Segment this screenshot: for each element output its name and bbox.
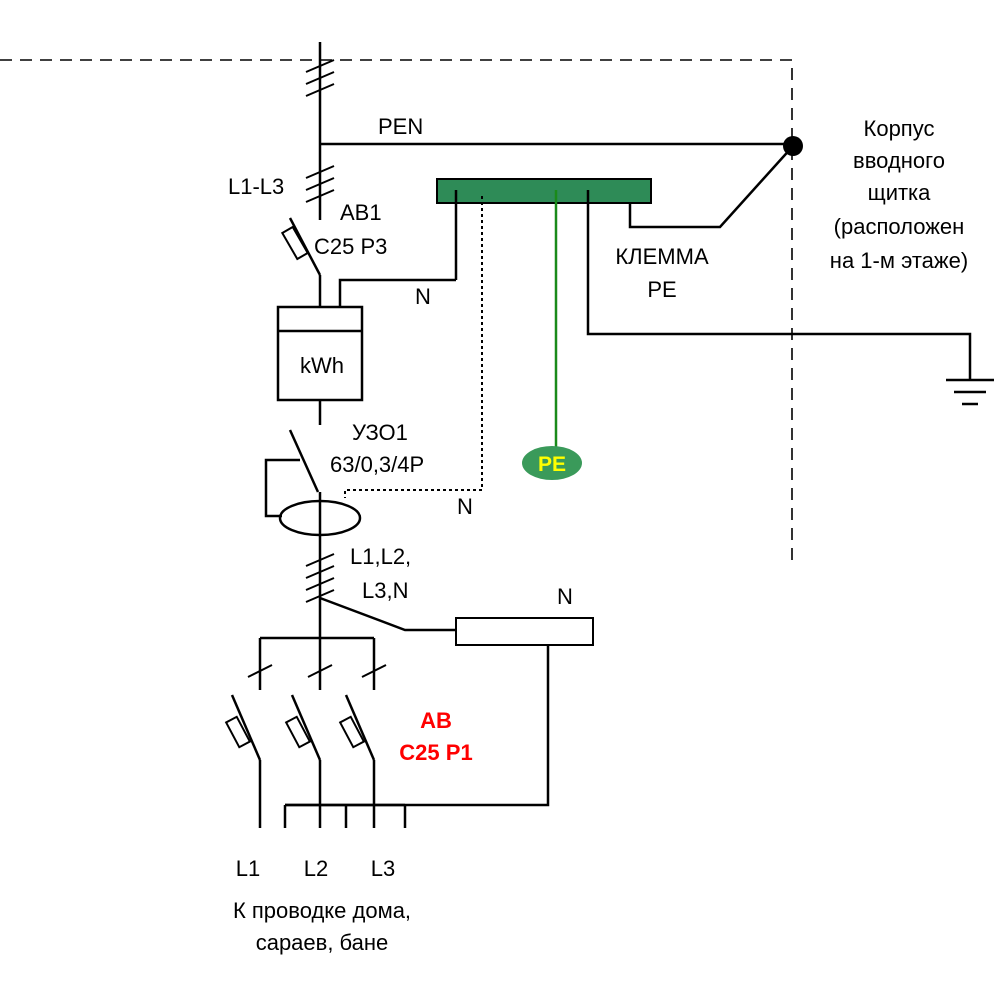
meter-neutral-label: N: [415, 284, 431, 309]
housing-label-4: (расположен: [834, 214, 965, 239]
kwh-meter: [276, 305, 364, 425]
rcd-name-label: УЗО1: [352, 420, 408, 445]
neutral-output-stubs: [283, 803, 407, 828]
pen-label: PEN: [378, 114, 423, 139]
pen-conductor: [320, 136, 803, 229]
enclosure-boundary: [0, 59, 793, 560]
pe-terminal-bus: [338, 178, 972, 498]
distribution-section: [260, 553, 594, 807]
housing-label-2: вводного: [853, 148, 945, 173]
av1-rating-label: С25 Р3: [314, 234, 387, 259]
kwh-label: kWh: [300, 353, 344, 378]
housing-label-1: Корпус: [864, 116, 935, 141]
three-phase-mark-top: [305, 59, 335, 97]
pe-bus-bar: [436, 178, 652, 204]
breaker-av1-element: [280, 225, 310, 261]
output-l2-label: L2: [304, 856, 328, 881]
destination-line-1: К проводке дома,: [233, 898, 411, 923]
pe-terminal-label-2: РЕ: [647, 277, 676, 302]
group-breaker-l1: [224, 638, 273, 828]
l1-l2-label: L1,L2,: [350, 544, 411, 569]
breaker-av1: [280, 217, 322, 308]
housing-label-3: щитка: [868, 180, 932, 205]
neutral-bus: [455, 617, 594, 646]
ground-icon: [946, 378, 994, 406]
output-l3-label: L3: [371, 856, 395, 881]
rcd-neutral-label: N: [457, 494, 473, 519]
group-breaker-l2: [284, 640, 333, 828]
three-phase-mark-l1-l3: [305, 165, 335, 203]
incoming-feeder: [305, 42, 335, 220]
pe-badge: PE: [522, 446, 582, 480]
housing-label-5: на 1-м этаже): [830, 248, 968, 273]
destination-line-2: сараев, бане: [256, 930, 389, 955]
group-breaker-name-label: АВ: [420, 708, 452, 733]
neutral-bus-label: N: [557, 584, 573, 609]
rcd-uzo1: [264, 429, 362, 555]
pe-badge-label: PE: [538, 453, 566, 476]
pe-terminal-label-1: КЛЕММА: [615, 244, 709, 269]
rcd-rating-label: 63/0,3/4Р: [330, 452, 424, 477]
l1-l3-label: L1-L3: [228, 174, 284, 199]
av1-name-label: АВ1: [340, 200, 382, 225]
output-l1-label: L1: [236, 856, 260, 881]
group-breaker-rating-label: С25 Р1: [399, 740, 472, 765]
l3-n-label: L3,N: [362, 578, 408, 603]
group-breaker-l3: [338, 638, 387, 828]
four-wire-mark: [305, 553, 335, 603]
